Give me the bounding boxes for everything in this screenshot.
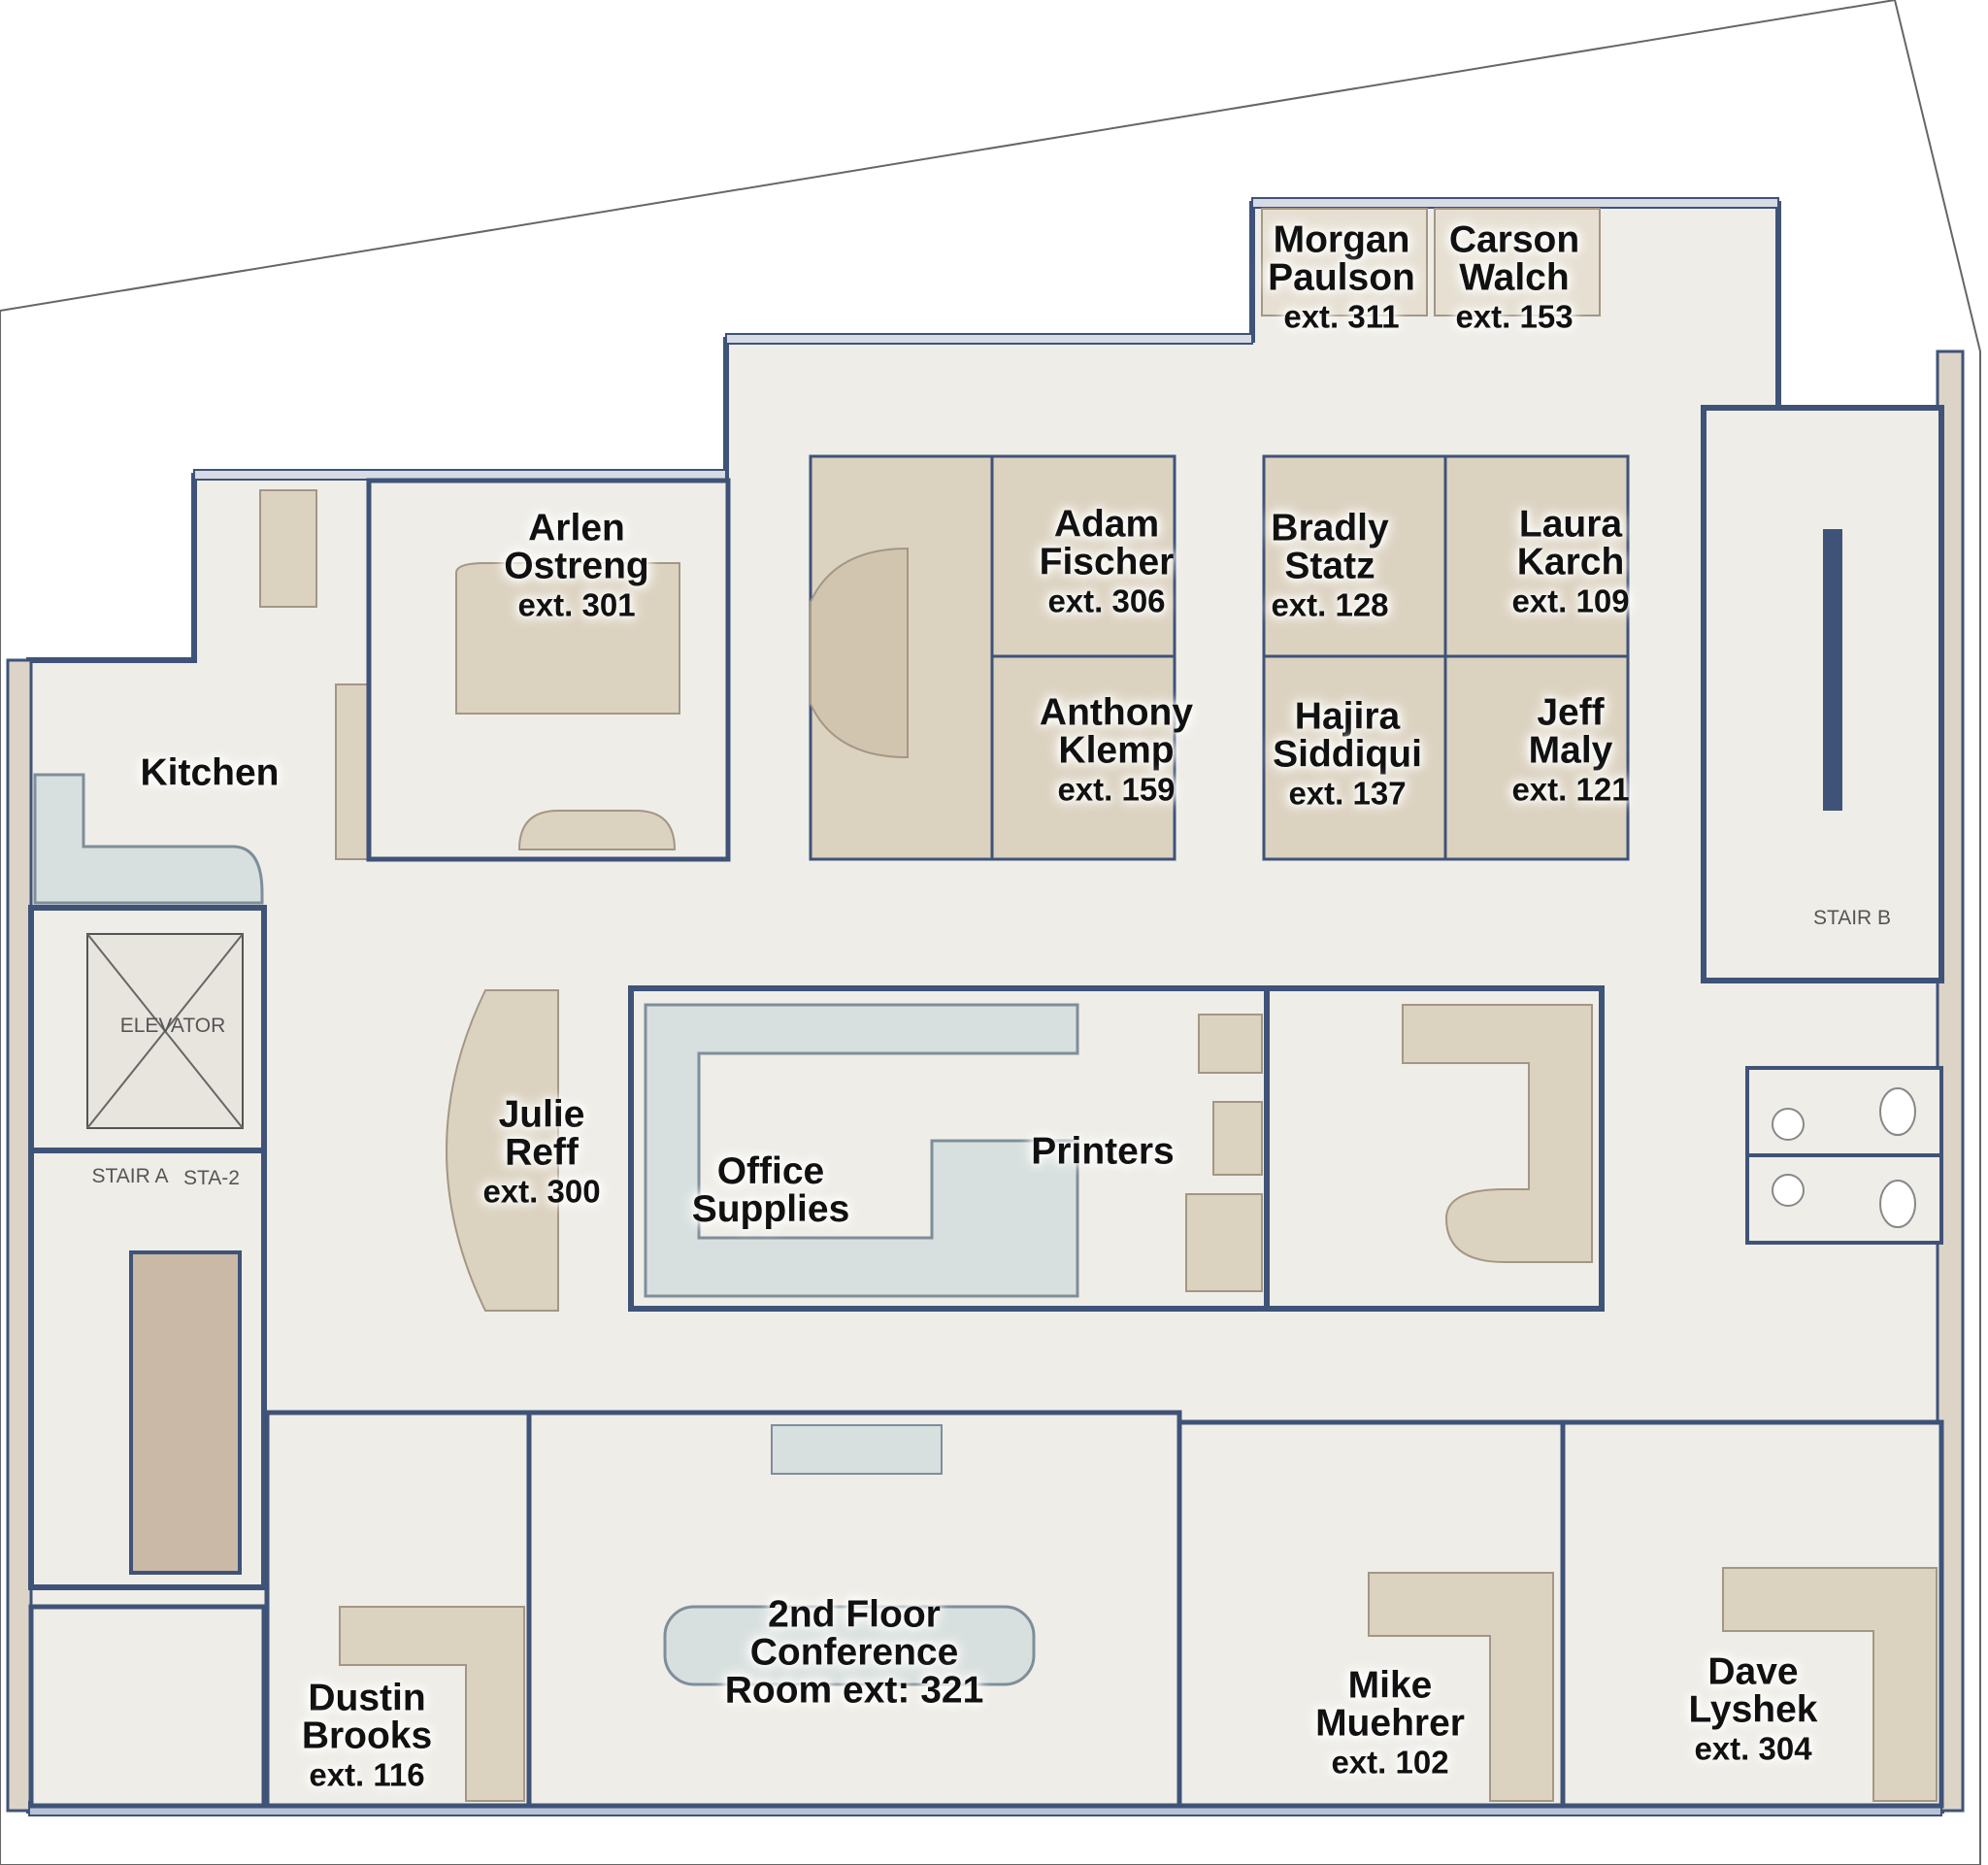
name-line-1: Julie — [498, 1093, 585, 1136]
name-line-2: Reff — [505, 1131, 579, 1174]
extension: ext. 121 — [1511, 771, 1630, 808]
extension: ext. 153 — [1455, 298, 1574, 335]
extension: ext. 311 — [1283, 298, 1400, 335]
stair-b-enclosure — [1701, 405, 1944, 983]
arlen-credenza — [517, 810, 677, 850]
conference-table — [663, 1605, 1036, 1686]
name-line-2: Walch — [1459, 256, 1570, 299]
name-line-1: Morgan — [1273, 218, 1410, 261]
conference-credenza — [771, 1424, 943, 1475]
room-name-line-3: Room ext: 321 — [724, 1669, 984, 1712]
extension: ext. 109 — [1511, 583, 1630, 619]
supplies-counter — [644, 1003, 1079, 1298]
extension: ext. 159 — [1057, 771, 1176, 808]
room-name: Kitchen — [140, 751, 280, 794]
name-line-2: Paulson — [1268, 256, 1415, 299]
right-office-desk — [1402, 1004, 1593, 1263]
stair-b-label: STAIR B — [1812, 907, 1892, 929]
room-printers: Printers — [1031, 1133, 1174, 1171]
name-line-1: Carson — [1448, 218, 1580, 261]
cube-hajira-siddiqui: Hajira Siddiqui ext. 137 — [1273, 698, 1422, 810]
extension: ext. 300 — [482, 1173, 601, 1210]
room-name-line-2: Supplies — [691, 1188, 850, 1230]
printer-cabinet-1 — [1198, 1014, 1263, 1074]
room-office-supplies: Office Supplies — [692, 1152, 850, 1228]
name-line-1: Adam — [1053, 503, 1160, 546]
office-morgan-paulson: Morgan Paulson ext. 311 — [1268, 221, 1415, 333]
top-window-wall-2 — [1251, 197, 1779, 209]
left-exterior-wall — [6, 658, 33, 1813]
name-line-1: Dave — [1707, 1650, 1799, 1693]
carson-cubicle — [1434, 208, 1601, 316]
extension: ext. 102 — [1331, 1744, 1449, 1781]
office-arlen-ostreng: Arlen Ostreng ext. 301 — [504, 510, 649, 621]
name-line-2: Statz — [1284, 545, 1375, 587]
cube-jeff-maly: Jeff Maly ext. 121 — [1511, 694, 1629, 806]
extension: ext. 128 — [1271, 586, 1389, 623]
name-line-2: Maly — [1528, 729, 1613, 772]
sta2-label: STA-2 — [183, 1167, 240, 1189]
name-line-1: Bradly — [1271, 507, 1389, 550]
morgan-cubicle — [1261, 208, 1428, 316]
name-line-1: Hajira — [1294, 695, 1401, 738]
elevator-x-2 — [86, 933, 244, 1129]
kitchen-counter — [33, 773, 264, 905]
name-line-2: Fischer — [1039, 541, 1175, 583]
cube-curve-1 — [810, 547, 909, 759]
dustin-desk — [339, 1606, 525, 1802]
name-line-1: Dustin — [308, 1677, 426, 1719]
name-line-1: Laura — [1518, 503, 1623, 546]
printer-cabinet-2 — [1212, 1101, 1263, 1176]
kitchen-cabinet-1 — [259, 489, 317, 608]
room-name: Printers — [1031, 1130, 1175, 1173]
name-line-1: Anthony — [1039, 691, 1194, 734]
storage-room — [28, 1604, 267, 1809]
name-line-2: Brooks — [301, 1715, 433, 1757]
sink-2 — [1772, 1174, 1805, 1207]
cube-anthony-klemp: Anthony Klemp ext. 159 — [1040, 694, 1193, 806]
extension: ext. 116 — [309, 1756, 425, 1793]
extension: ext. 304 — [1694, 1730, 1812, 1767]
extension: ext. 301 — [517, 586, 636, 623]
office-mike-muehrer: Mike Muehrer ext. 102 — [1315, 1667, 1465, 1779]
cube-adam-fischer: Adam Fischer ext. 306 — [1040, 506, 1175, 617]
name-line-2: Klemp — [1058, 729, 1175, 772]
printer-cabinet-3 — [1185, 1193, 1263, 1292]
room-conference: 2nd Floor Conference Room ext: 321 — [725, 1596, 984, 1710]
room-name-line-1: Office — [716, 1150, 825, 1192]
mike-desk — [1368, 1572, 1554, 1802]
toilet-2 — [1879, 1180, 1916, 1228]
office-dave-lyshek: Dave Lyshek ext. 304 — [1689, 1653, 1818, 1765]
cube-laura-karch: Laura Karch ext. 109 — [1511, 506, 1629, 617]
toilet-1 — [1879, 1087, 1916, 1136]
name-line-2: Karch — [1516, 541, 1625, 583]
julie-desk — [446, 989, 559, 1312]
room-name-line-1: 2nd Floor — [768, 1593, 941, 1636]
room-name-line-2: Conference — [749, 1631, 959, 1674]
sink-1 — [1772, 1108, 1805, 1141]
desk-julie-reff: Julie Reff ext. 300 — [482, 1096, 600, 1208]
office-carson-walch: Carson Walch ext. 153 — [1449, 221, 1579, 333]
name-line-1: Mike — [1347, 1664, 1433, 1707]
top-window-wall-1 — [725, 333, 1253, 345]
stair-b-core — [1823, 529, 1842, 811]
stair-a-core — [129, 1250, 242, 1575]
extension: ext. 137 — [1288, 775, 1407, 812]
office-dustin-brooks: Dustin Brooks ext. 116 — [302, 1680, 432, 1791]
stair-a-label: STAIR A — [91, 1165, 169, 1187]
name-line-2: Muehrer — [1315, 1702, 1465, 1745]
room-kitchen: Kitchen — [140, 754, 279, 792]
extension: ext. 306 — [1047, 583, 1166, 619]
arlen-desk — [455, 562, 680, 715]
elevator-label: ELEVATOR — [119, 1015, 226, 1037]
name-line-2: Lyshek — [1688, 1688, 1818, 1731]
name-line-1: Arlen — [528, 507, 625, 550]
cube-bradly-statz: Bradly Statz ext. 128 — [1271, 510, 1388, 621]
name-line-2: Siddiqui — [1273, 733, 1422, 776]
name-line-1: Jeff — [1537, 691, 1605, 734]
name-line-2: Ostreng — [504, 545, 649, 587]
dave-desk — [1722, 1567, 1938, 1802]
